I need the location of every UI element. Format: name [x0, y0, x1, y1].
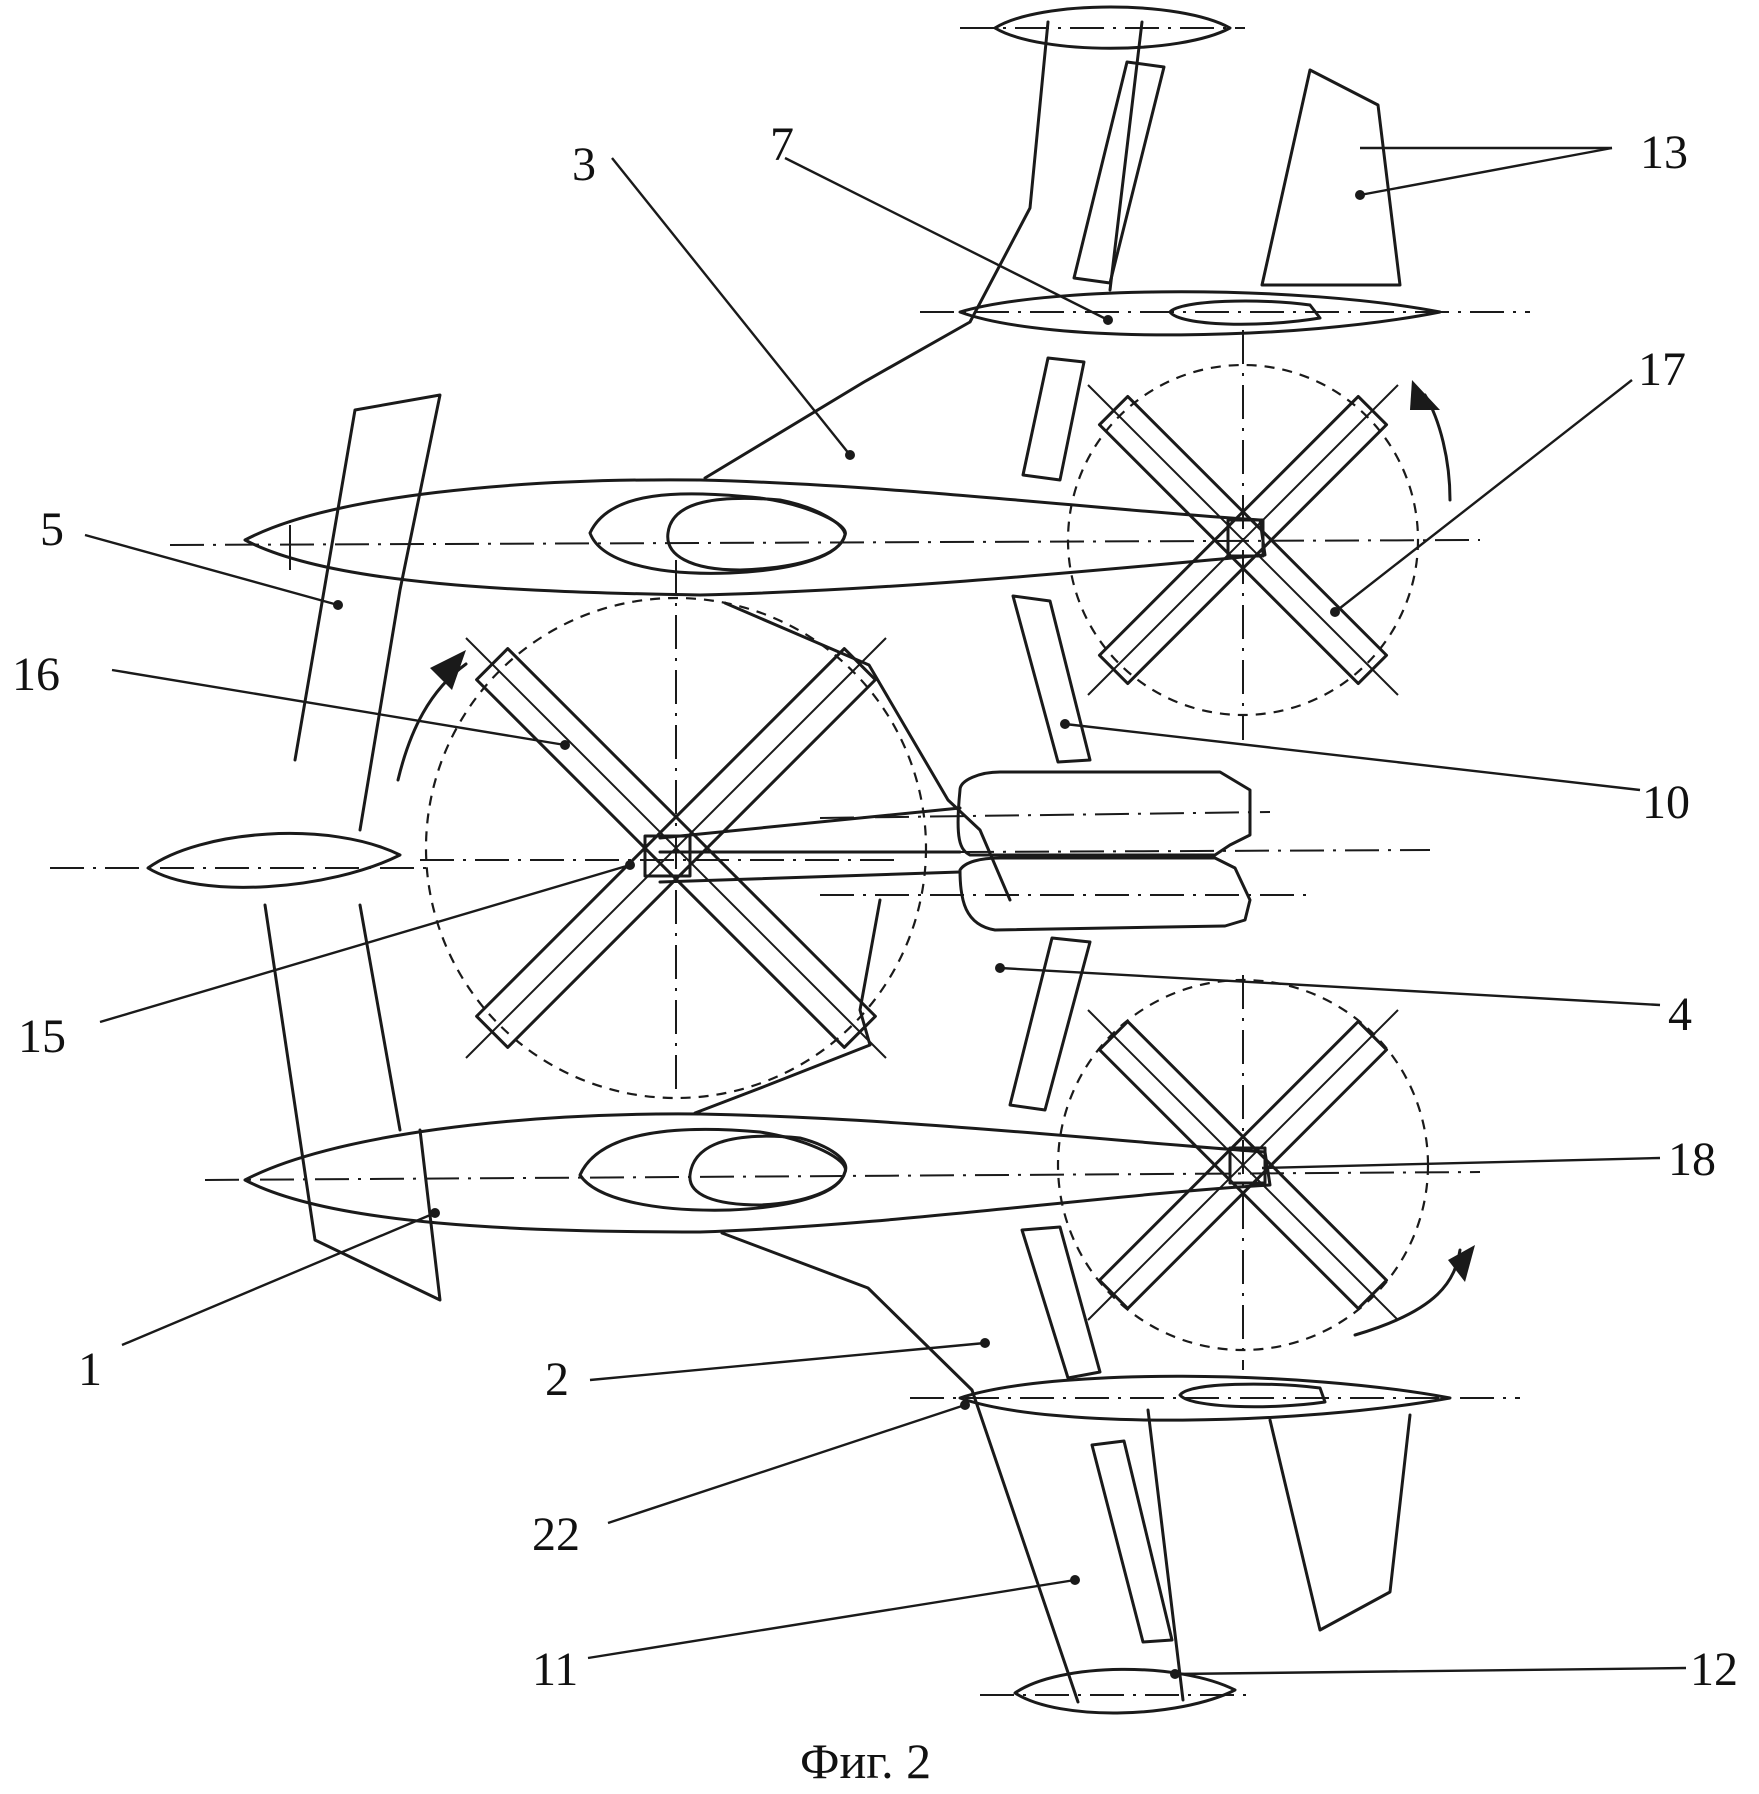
part-labels: 3 7 13 17 5 16 10 15 4 18 1 2 22 11 12 — [12, 118, 1738, 1696]
tail-fins — [1260, 68, 1412, 1632]
engines — [658, 770, 1431, 932]
rotor-16 — [396, 560, 928, 1100]
label-7: 7 — [770, 118, 794, 171]
rotor-17 — [1066, 330, 1452, 740]
flap-upper-inner — [1021, 356, 1086, 482]
label-16: 16 — [12, 648, 60, 701]
leader-lines — [84, 146, 1687, 1679]
nacelle-7 — [920, 290, 1530, 337]
flap-lower-outer — [1090, 1439, 1174, 1644]
label-1: 1 — [78, 1343, 102, 1396]
label-17: 17 — [1638, 343, 1686, 396]
label-4: 4 — [1668, 988, 1692, 1041]
flap-lower-mid — [1020, 1225, 1102, 1380]
label-11: 11 — [532, 1643, 578, 1696]
label-5: 5 — [40, 503, 64, 556]
fuselage-lower — [204, 1112, 1481, 1234]
rotor-18 — [1056, 975, 1475, 1370]
wingtip-pods — [960, 5, 1250, 1715]
nacelle-left — [50, 831, 430, 889]
fuselage-upper — [169, 478, 1481, 597]
label-18: 18 — [1668, 1133, 1716, 1186]
flap-upper-outer — [1072, 60, 1166, 285]
label-22: 22 — [532, 1508, 580, 1561]
flap-lower-inner — [1008, 936, 1092, 1112]
label-15: 15 — [18, 1010, 66, 1063]
flap-10 — [1011, 594, 1092, 764]
nacelle-22 — [910, 1374, 1520, 1422]
flaps — [1008, 60, 1174, 1644]
hub-15 — [643, 834, 692, 878]
label-2: 2 — [545, 1353, 569, 1406]
figure-caption: Фиг. 2 — [800, 1733, 931, 1789]
label-10: 10 — [1642, 776, 1690, 829]
label-3: 3 — [572, 138, 596, 191]
label-13: 13 — [1640, 126, 1688, 179]
label-12: 12 — [1690, 1643, 1738, 1696]
center-wing — [693, 20, 1185, 1704]
canard-5 — [263, 393, 442, 1302]
